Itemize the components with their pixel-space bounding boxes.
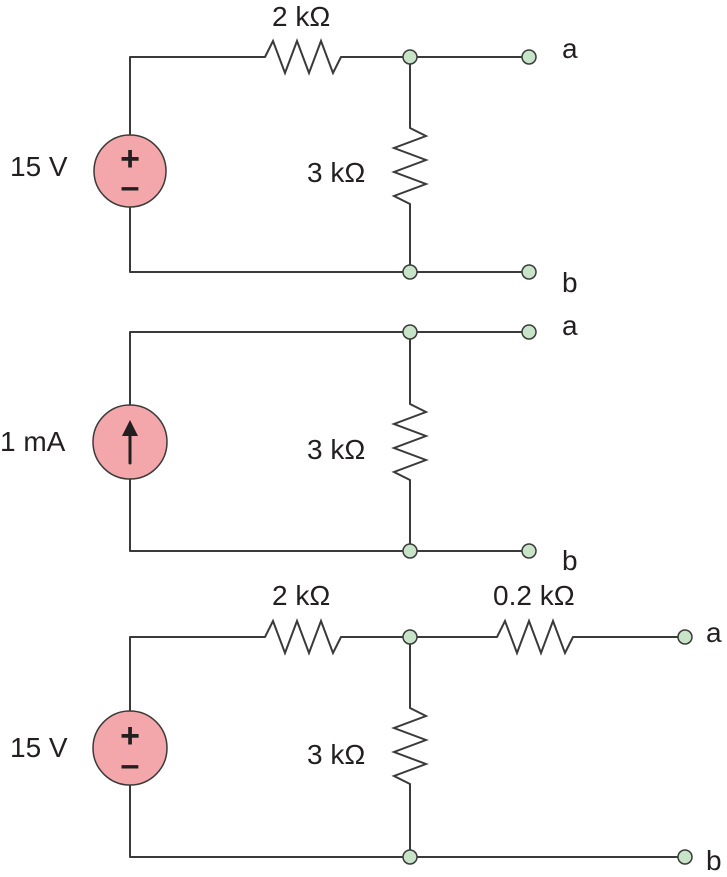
circuit-1-source-label: 15 V — [10, 151, 68, 182]
circuit-3-output-resistor-label: 0.2 kΩ — [493, 580, 575, 611]
circuit-3-minus-sign: – — [121, 746, 140, 784]
circuit-3-series-resistor-label: 2 kΩ — [272, 580, 330, 611]
circuit-2-terminal-a-label: a — [562, 310, 578, 341]
circuit-2-node-top — [402, 324, 418, 340]
circuit-2-shunt-resistor-label: 3 kΩ — [307, 434, 365, 465]
circuit-1-terminal-a — [521, 49, 537, 65]
circuit-1-node-bottom — [402, 264, 418, 280]
circuit-1-top-wire-left — [129, 56, 266, 144]
circuit-3-terminal-a — [677, 629, 693, 645]
circuit-3-voltage-source — [92, 710, 168, 786]
circuit-1-bottom-wire — [129, 198, 530, 273]
circuit-3-terminal-b — [677, 849, 693, 865]
circuit-3-shunt-resistor-label: 3 kΩ — [307, 739, 365, 770]
circuit-2-terminal-b-label: b — [562, 545, 578, 576]
circuit-1-resistor-2k — [264, 38, 342, 76]
circuit-1-terminal-b — [521, 264, 537, 280]
circuit-1-resistor-3k — [391, 127, 429, 205]
circuit-1: + – 15 V 2 kΩ 3 kΩ a b — [10, 1, 578, 298]
circuit-3-source-label: 15 V — [10, 732, 68, 763]
arrow-up-icon — [122, 420, 138, 465]
circuit-1-voltage-source — [93, 134, 167, 208]
circuit-3-terminal-b-label: b — [706, 845, 722, 876]
circuit-2-top-wire — [129, 331, 530, 406]
circuit-1-shunt-resistor-label: 3 kΩ — [307, 157, 365, 188]
circuit-3-resistor-2k — [264, 618, 342, 656]
circuit-2-bottom-wire — [129, 478, 530, 552]
circuit-3: + – 15 V 2 kΩ 0.2 kΩ 3 kΩ a b — [10, 580, 722, 876]
circuit-3-resistor-0-2k — [496, 618, 574, 656]
circuit-1-minus-sign: – — [121, 168, 140, 206]
circuit-3-node-top — [402, 629, 418, 645]
circuit-1-terminal-a-label: a — [562, 33, 578, 64]
circuit-2-terminal-a — [521, 324, 537, 340]
circuit-3-terminal-a-label: a — [706, 617, 722, 648]
circuit-2-node-bottom — [402, 543, 418, 559]
circuit-3-resistor-3k — [391, 707, 429, 785]
circuit-1-series-resistor-label: 2 kΩ — [272, 1, 330, 32]
circuit-1-terminal-b-label: b — [562, 267, 578, 298]
circuit-3-bottom-wire — [129, 783, 686, 858]
circuit-2-terminal-b — [521, 543, 537, 559]
circuit-2: 1 mA 3 kΩ a b — [0, 310, 578, 576]
circuit-3-plus-sign: + — [120, 717, 140, 755]
circuit-2-resistor-3k — [391, 403, 429, 481]
circuit-1-plus-sign: + — [120, 140, 140, 178]
circuit-3-top-wire-left — [129, 636, 266, 713]
circuit-1-node-top — [402, 49, 418, 65]
circuit-2-source-label: 1 mA — [0, 426, 66, 457]
circuit-3-node-bottom — [402, 849, 418, 865]
